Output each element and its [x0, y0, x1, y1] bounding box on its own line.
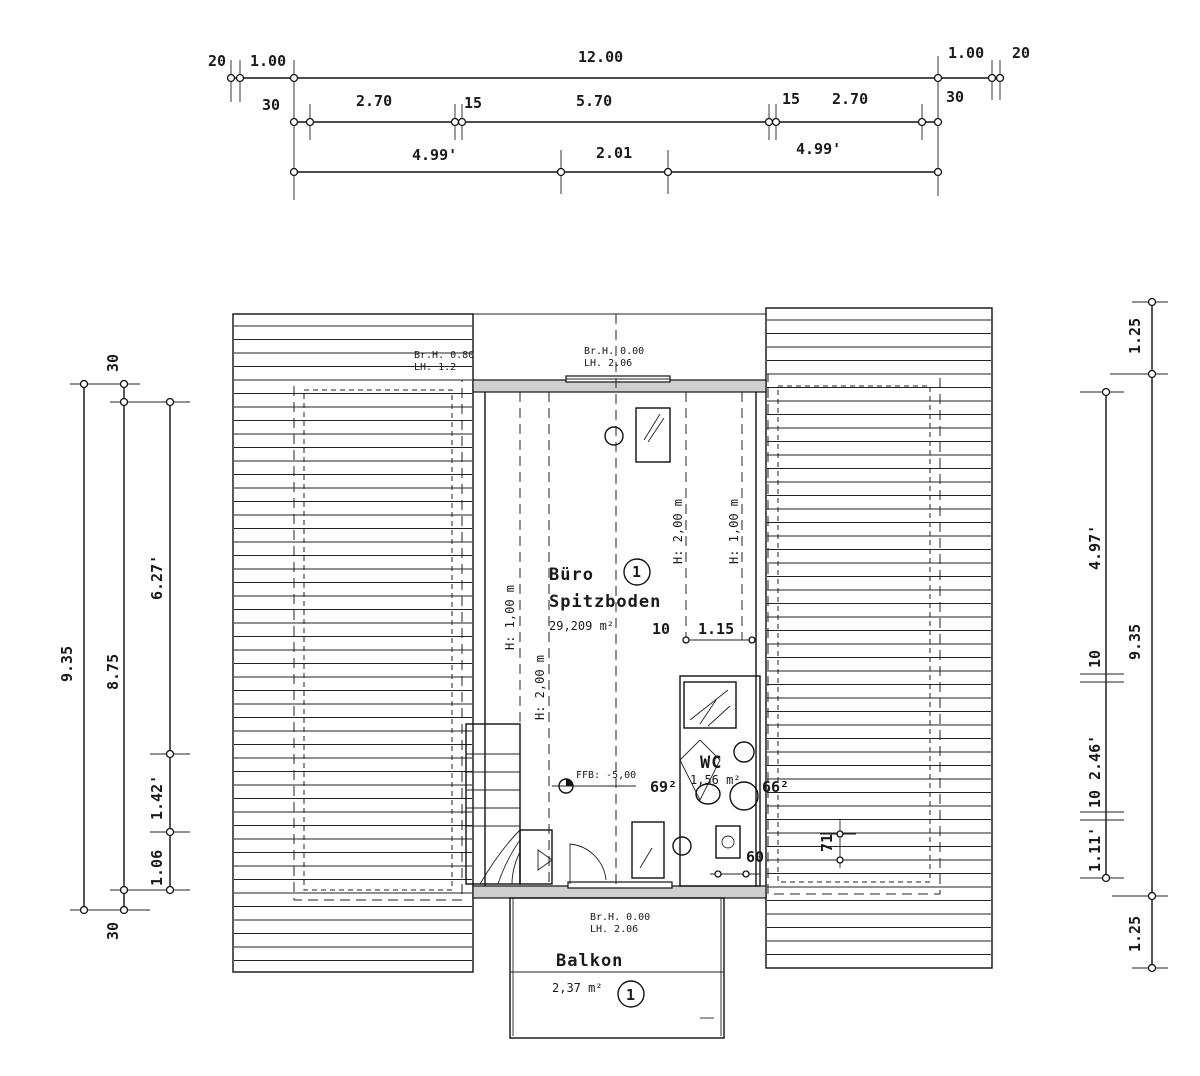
top-dim-270-right: 2.70 [832, 90, 868, 108]
left-dim-875: 8.75 [104, 654, 122, 690]
wc-angle-right: 66² [762, 778, 789, 796]
wc-dim-71: 71 [818, 834, 836, 852]
left-dim-30-top: 30 [104, 354, 122, 372]
left-dim-142: 1.42' [148, 775, 166, 820]
window-1-sill: Br.H. 0.80 [414, 350, 474, 361]
ffb-label: FFB: -5,00 [576, 770, 636, 781]
top-dim-20-right: 20 [1012, 44, 1030, 62]
wc-labels: 10 1.15 WC 1,56 m² 69² 66² 71 60 FFB: -5… [576, 620, 836, 866]
window-labels: Br.H. 0.80 LH. 1.2 Br.H. 0.00 LH. 2.06 B… [414, 346, 650, 935]
right-dim-111: 1.11' [1086, 827, 1104, 872]
wc-angle-left: 69² [650, 778, 677, 796]
right-dim-10-bottom: 10 [1086, 790, 1104, 808]
top-dim-15-right: 15 [782, 90, 800, 108]
wc-area: 1,56 m² [690, 773, 741, 787]
height-labels: H: 1,00 m H: 2,00 m H: 2,00 m H: 1,00 m [503, 499, 741, 720]
wc-label: WC [700, 753, 722, 773]
room-area-buero: 29,209 m² [549, 619, 614, 633]
left-dim-30-bottom: 30 [104, 922, 122, 940]
top-dimension-chains: 20 1.00 12.00 1.00 20 30 2.70 15 5.70 15… [208, 44, 1030, 200]
height-label-1: H: 1,00 m [503, 585, 517, 650]
top-dim-201: 2.01 [596, 144, 632, 162]
top-dim-20-left: 20 [208, 52, 226, 70]
roof-left [232, 313, 474, 973]
height-label-3: H: 2,00 m [671, 499, 685, 564]
left-dimension-chains: 9.35 30 8.75 30 6.27' 1.42' 1.06 [58, 354, 190, 940]
room-name-balkon: Balkon [556, 951, 623, 971]
top-dim-499-left: 4.99' [412, 146, 457, 164]
top-dim-30-right: 30 [946, 88, 964, 106]
top-dim-1200: 12.00 [578, 48, 623, 66]
balcony [509, 897, 725, 1039]
top-dim-100-left: 1.00 [250, 52, 286, 70]
left-dim-627: 6.27' [148, 555, 166, 600]
right-dimension-chains: 1.25 9.35 1.25 4.97' 10 2.46' 10 1.11' [1080, 297, 1168, 973]
wc-dim-115: 1.15 [698, 620, 734, 638]
right-dim-125-top: 1.25 [1126, 318, 1144, 354]
window-1-height: LH. 1.2 [414, 362, 456, 373]
top-dim-570: 5.70 [576, 92, 612, 110]
right-dim-246: 2.46' [1086, 735, 1104, 780]
wc-dim-60: 60 [746, 848, 764, 866]
right-dim-497: 4.97' [1086, 525, 1104, 570]
right-dim-125-bottom: 1.25 [1126, 916, 1144, 952]
top-dim-30-left: 30 [262, 96, 280, 114]
window-2-sill: Br.H. 0.00 [584, 346, 644, 357]
room-name-spitzboden: Spitzboden [549, 592, 661, 612]
room-area-balkon: 2,37 m² [552, 981, 603, 995]
wc-dim-10: 10 [652, 620, 670, 638]
window-2-height: LH. 2.06 [584, 358, 632, 369]
left-dim-106: 1.06 [148, 850, 166, 886]
top-dim-15-left: 15 [464, 94, 482, 112]
height-label-2: H: 2,00 m [533, 655, 547, 720]
height-label-4: H: 1,00 m [727, 499, 741, 564]
room-name-buero: Büro [549, 565, 594, 585]
top-dim-499-right: 4.99' [796, 140, 841, 158]
window-3-height: LH. 2.06 [590, 924, 638, 935]
right-dim-935: 9.35 [1126, 624, 1144, 660]
roof-right [765, 307, 993, 969]
right-dim-10-top: 10 [1086, 650, 1104, 668]
left-dim-935: 9.35 [58, 646, 76, 682]
top-dim-100-right: 1.00 [948, 44, 984, 62]
top-dim-270-left: 2.70 [356, 92, 392, 110]
room-number-balkon: 1 [626, 986, 635, 1004]
room-labels: Büro Spitzboden 29,209 m² 1 Balkon 2,37 … [549, 563, 661, 1004]
room-number-buero: 1 [632, 563, 641, 581]
window-3-sill: Br.H. 0.00 [590, 912, 650, 923]
